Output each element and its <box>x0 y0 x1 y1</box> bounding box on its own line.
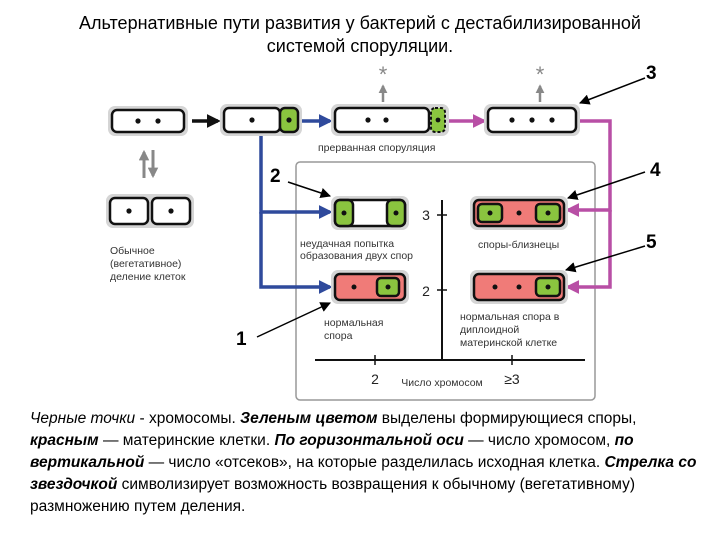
label-normal-division-2: (вегетативное) <box>110 258 181 270</box>
caption: Черные точки - хромосомы. Зеленым цветом… <box>30 408 700 518</box>
caption-text-1: - хромосомы. <box>135 410 241 427</box>
caption-em-2: Зеленым цветом <box>240 410 378 427</box>
caption-text-2: выделены формирующиеся споры, <box>377 410 637 427</box>
label-interrupted: прерванная споруляция <box>318 142 435 154</box>
x-tick-3: ≥3 <box>504 371 520 387</box>
label-diploid-2: диплоидной <box>460 324 519 336</box>
callout-2: 2 <box>270 166 281 187</box>
title-line-1: Альтернативные пути развития у бактерий … <box>79 13 641 33</box>
label-normal-spore-2: спора <box>324 330 353 342</box>
vegetative-cell <box>108 106 188 136</box>
diploid-spore-cell <box>470 270 568 304</box>
caption-text-6: символизирует возможность возвращения к … <box>30 476 635 515</box>
three-chromosome-cell <box>484 104 580 136</box>
caption-text-4: — число хромосом, <box>463 432 615 449</box>
label-twin-spores: споры-близнецы <box>478 239 559 251</box>
x-tick-2: 2 <box>371 371 379 387</box>
callout-4: 4 <box>650 160 661 181</box>
blue-pathways <box>259 114 333 294</box>
callout-pointers <box>256 77 646 338</box>
label-failed-1: неудачная попытка <box>300 238 394 250</box>
caption-em-3: красным <box>30 432 99 449</box>
label-normal-spore-1: нормальная <box>324 317 383 329</box>
asymmetric-cell <box>220 104 302 136</box>
callout-1: 1 <box>236 329 247 350</box>
caption-em-1: Черные точки <box>30 410 136 427</box>
purple-pathways <box>449 114 612 294</box>
star-2: * <box>536 62 545 87</box>
daughter-cells <box>106 194 194 228</box>
caption-text-5: — число «отсеков», на которые разделилас… <box>144 454 605 471</box>
caption-em-4: По горизонтальной оси <box>274 432 464 449</box>
label-diploid-1: нормальная спора в <box>460 311 560 323</box>
failed-attempt-cell <box>331 196 409 230</box>
label-failed-2: образования двух спор <box>300 250 413 262</box>
label-diploid-3: материнской клетке <box>460 337 557 349</box>
caption-em-6: Стрелка со звездочкой <box>30 454 697 493</box>
division-arrows <box>138 149 159 179</box>
caption-text-3: — материнские клетки. <box>98 432 275 449</box>
chart-axes <box>315 200 585 365</box>
caption-em-5: по вертикальной <box>30 432 634 471</box>
page-title: Альтернативные пути развития у бактерий … <box>0 12 720 58</box>
y-tick-3: 3 <box>422 207 430 223</box>
normal-spore-cell <box>331 270 409 304</box>
callout-3: 3 <box>646 63 657 84</box>
title-line-2: системой споруляции. <box>266 36 454 56</box>
star-1: * <box>379 62 388 87</box>
callout-5: 5 <box>646 232 657 253</box>
interrupted-cell <box>331 104 449 136</box>
label-normal-division-3: деление клеток <box>110 271 186 283</box>
label-normal-division-1: Обычное <box>110 245 155 257</box>
y-tick-2: 2 <box>422 283 430 299</box>
twin-spores-cell <box>470 196 568 230</box>
x-axis-title: Число хромосом <box>401 377 483 389</box>
